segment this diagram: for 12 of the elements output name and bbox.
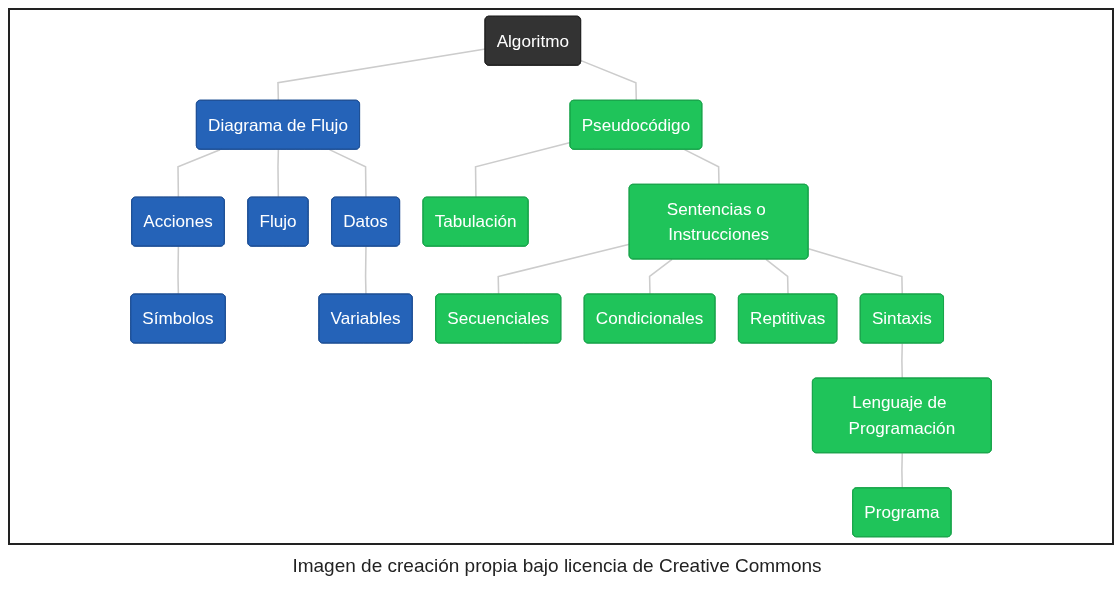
connector xyxy=(901,342,904,380)
connector xyxy=(648,258,673,296)
connector xyxy=(364,245,367,296)
connector xyxy=(580,59,638,102)
caption: Imagen de creación propia bajo licencia de Creative Commons xyxy=(292,555,822,576)
connector xyxy=(765,258,789,296)
connector xyxy=(497,243,631,296)
connector xyxy=(177,245,180,296)
connector xyxy=(901,452,904,489)
connector xyxy=(683,148,720,186)
connector xyxy=(277,148,280,199)
connector xyxy=(807,248,904,296)
